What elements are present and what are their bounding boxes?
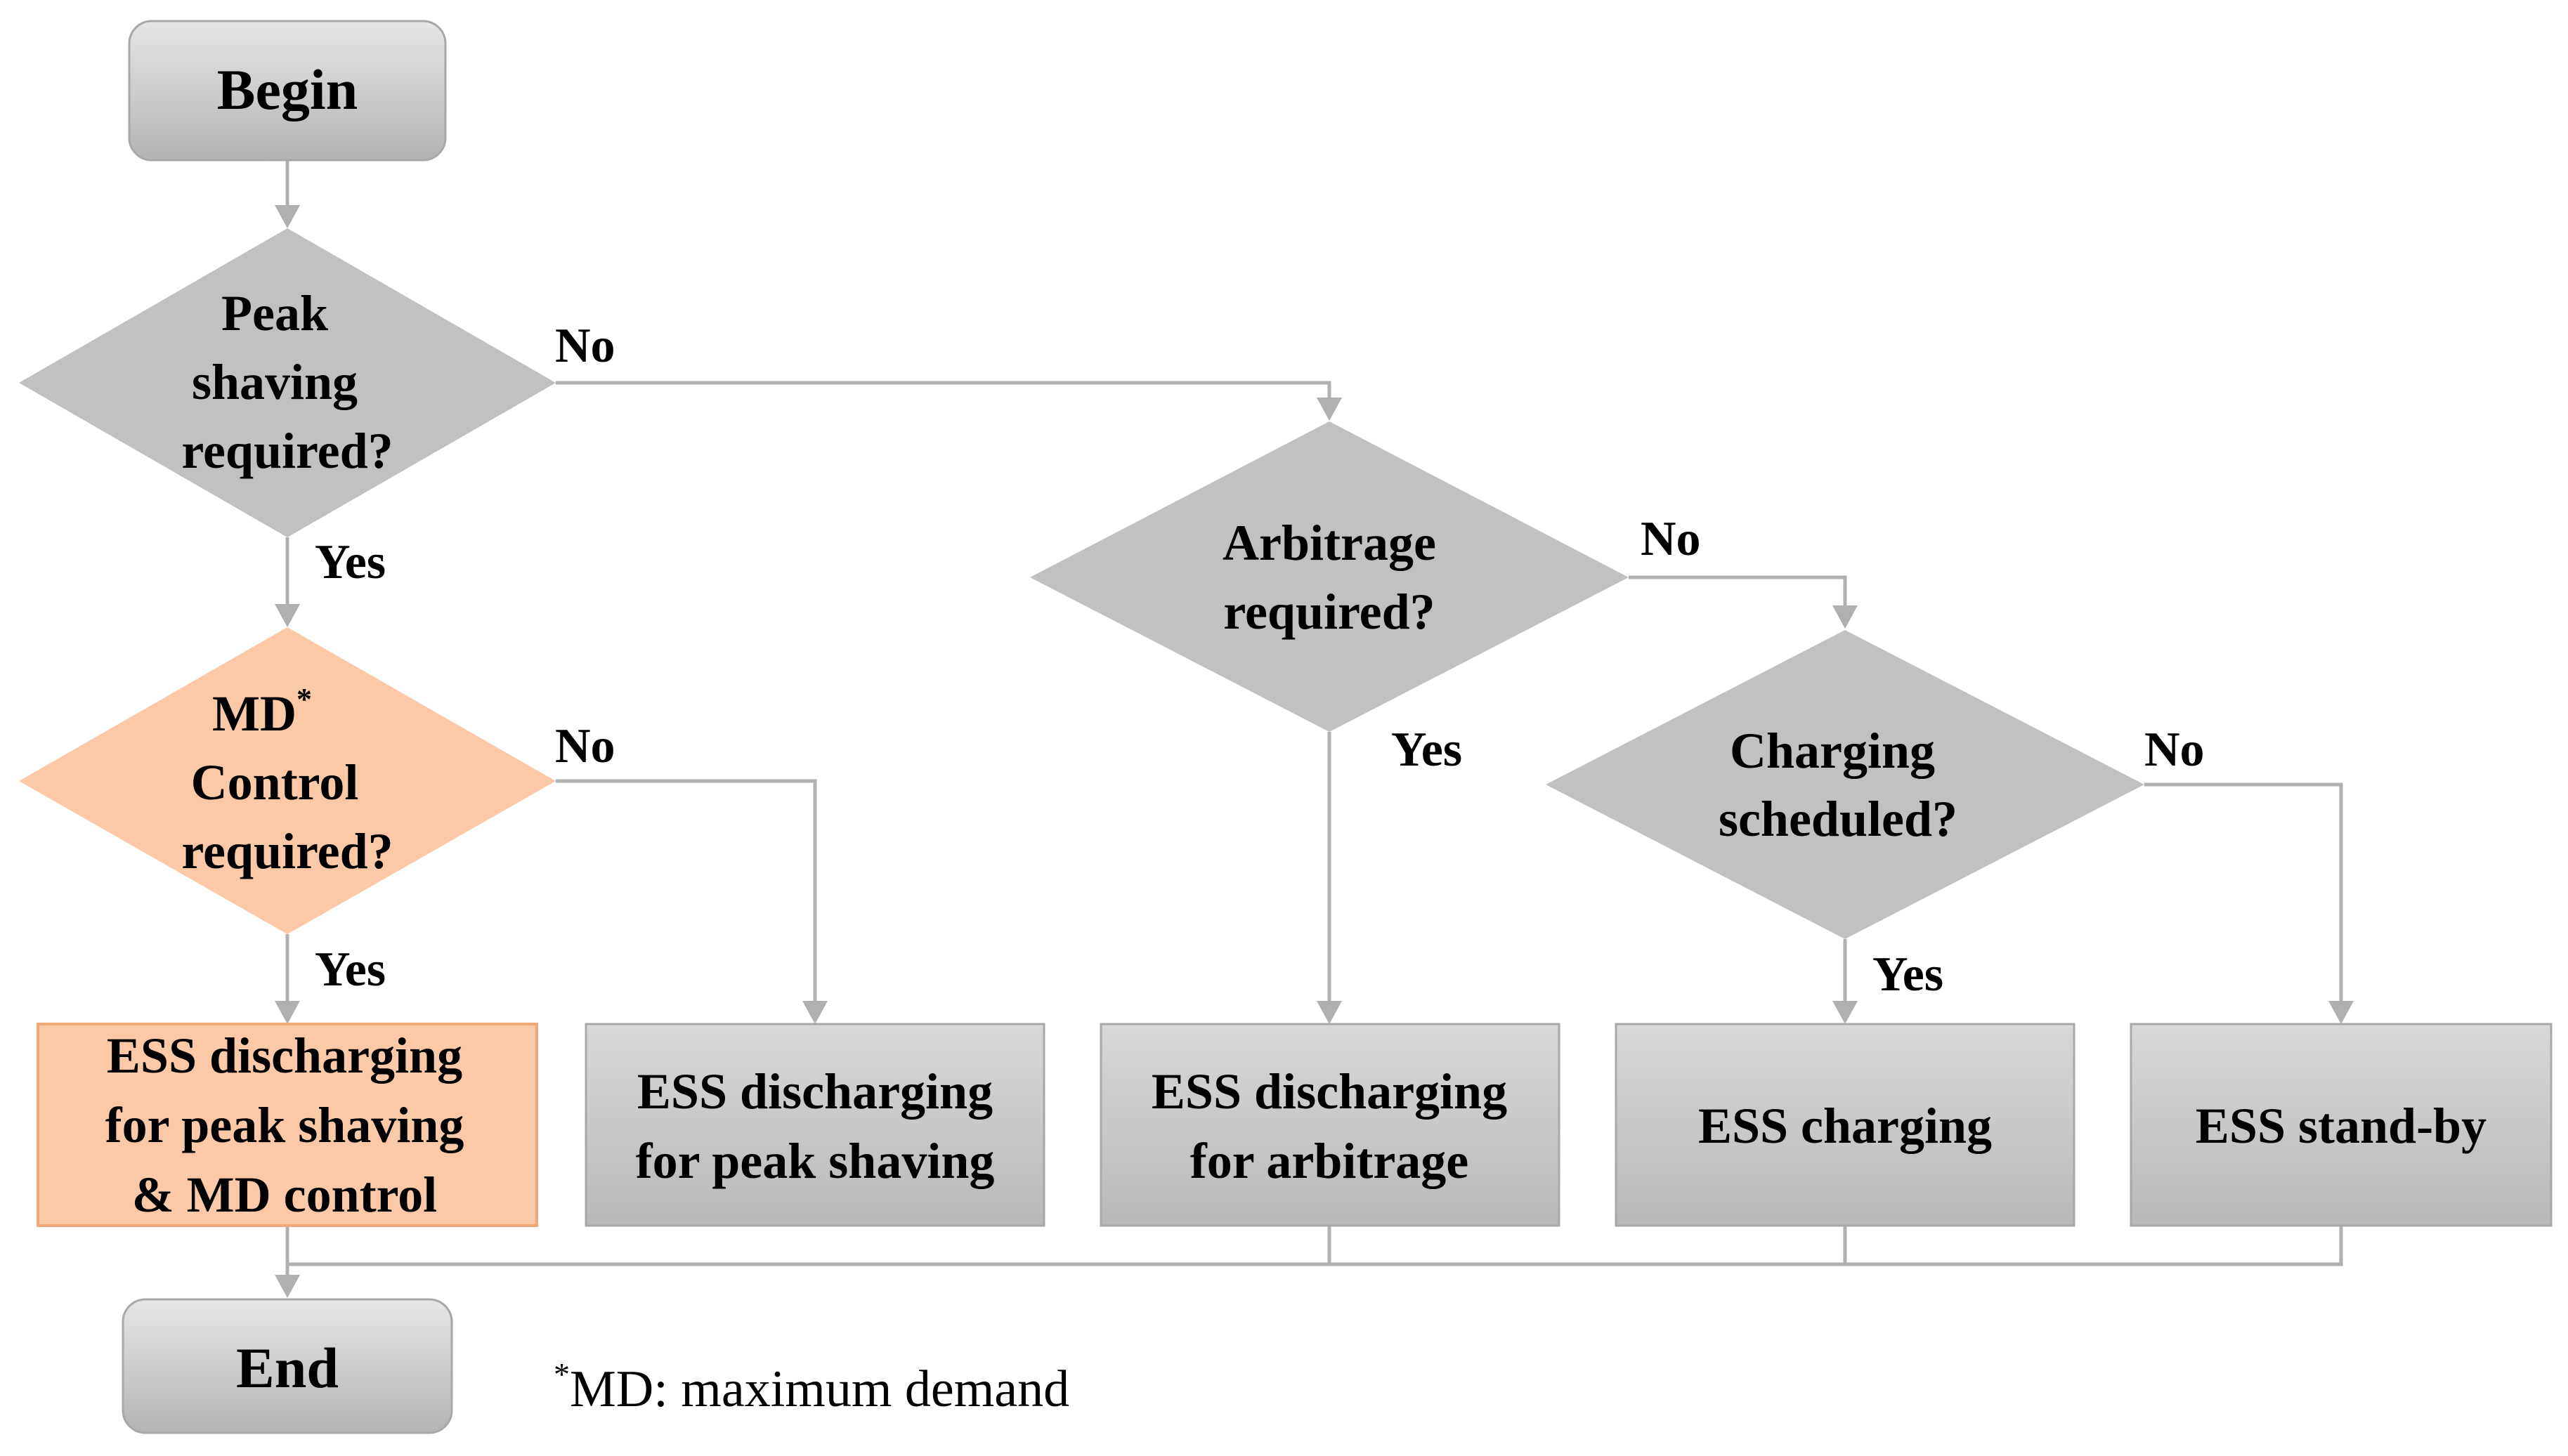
charging-label: ESS charging: [1698, 1098, 1992, 1154]
discharge-peak-line-1: ESS discharging: [637, 1063, 993, 1120]
arrowhead-standby: [2328, 1001, 2354, 1024]
edge-peak-no-to-arbitrage: [556, 381, 1331, 414]
edge-label-md-yes: Yes: [315, 943, 386, 997]
footnote-asterisk: *: [554, 1356, 570, 1392]
charging-decision-line-2: scheduled?: [1719, 791, 1957, 847]
edge-md-no-to-discharge-peak: [556, 779, 817, 1018]
arbitrage-decision-line-2: required?: [1223, 584, 1435, 640]
end-node: End: [122, 1298, 453, 1434]
edge-labels: No Yes No Yes No Yes No Yes: [315, 319, 2205, 1002]
discharge-arbitrage-line-2: for arbitrage: [1190, 1133, 1469, 1189]
arrowhead-peak: [275, 205, 300, 228]
charging-decision: Charging scheduled?: [1546, 630, 2144, 939]
discharge-arbitrage-line-1: ESS discharging: [1152, 1063, 1507, 1120]
discharge-peak-md-box: ESS discharging for peak shaving & MD co…: [37, 1023, 538, 1227]
arrowhead-charging: [1832, 1001, 1858, 1024]
edge-label-arbitrage-no: No: [1641, 512, 1701, 566]
arrowhead-discharge-arbitrage: [1317, 1001, 1342, 1024]
edge-label-md-no: No: [555, 719, 615, 773]
arrowhead-end: [275, 1275, 300, 1298]
arrowhead-arbitrage: [1317, 398, 1342, 421]
md-asterisk: *: [296, 682, 312, 716]
edge-label-arbitrage-yes: Yes: [1391, 723, 1462, 777]
arrowhead-discharge-peak-md: [275, 1001, 300, 1024]
discharge-peak-md-line-1: ESS discharging: [107, 1028, 462, 1084]
standby-label: ESS stand-by: [2196, 1098, 2486, 1154]
peak-decision-line-3: required?: [181, 423, 393, 479]
discharge-arbitrage-box: ESS discharging for arbitrage: [1100, 1023, 1560, 1227]
md-decision-line-3: required?: [181, 823, 393, 879]
footnote: *MD: maximum demand: [554, 1356, 1069, 1418]
peak-decision-line-1: Peak: [221, 285, 328, 341]
md-abbrev: MD: [212, 686, 296, 742]
edge-charging-no-to-standby: [2144, 782, 2343, 1018]
standby-box: ESS stand-by: [2130, 1023, 2553, 1227]
arrowhead-md: [275, 604, 300, 627]
arbitrage-decision-line-1: Arbitrage: [1223, 515, 1436, 571]
peak-decision-line-2: shaving: [192, 354, 358, 410]
arrowhead-discharge-peak: [802, 1001, 828, 1024]
peak-shaving-decision: Peak shaving required?: [19, 228, 556, 537]
begin-label: Begin: [217, 58, 358, 122]
arbitrage-decision: Arbitrage required?: [1030, 421, 1629, 732]
charging-decision-line-1: Charging: [1730, 723, 1935, 779]
edge-label-peak-yes: Yes: [315, 535, 386, 589]
edge-label-charging-yes: Yes: [1872, 947, 1943, 1002]
edge-arbitrage-no-to-charging-decision: [1629, 575, 1847, 622]
edge-label-peak-no: No: [555, 319, 615, 373]
edge-label-charging-no: No: [2144, 723, 2205, 777]
footnote-text: MD: maximum demand: [570, 1360, 1069, 1418]
connectors: [275, 160, 2354, 1298]
begin-node: Begin: [128, 20, 447, 162]
discharge-peak-md-line-2: for peak shaving: [105, 1097, 464, 1153]
end-label: End: [236, 1336, 339, 1400]
discharge-peak-md-line-3: & MD control: [132, 1167, 438, 1223]
edge-merge-to-end: [285, 1226, 2343, 1289]
md-control-decision: MD* Control required?: [19, 627, 556, 934]
discharge-peak-box: ESS discharging for peak shaving: [585, 1023, 1045, 1227]
arrowhead-charging-decision: [1832, 605, 1858, 629]
discharge-peak-line-2: for peak shaving: [636, 1133, 995, 1189]
charging-box: ESS charging: [1615, 1023, 2075, 1227]
md-decision-line-2: Control: [191, 754, 359, 811]
md-decision-line-1: MD*: [212, 682, 312, 742]
